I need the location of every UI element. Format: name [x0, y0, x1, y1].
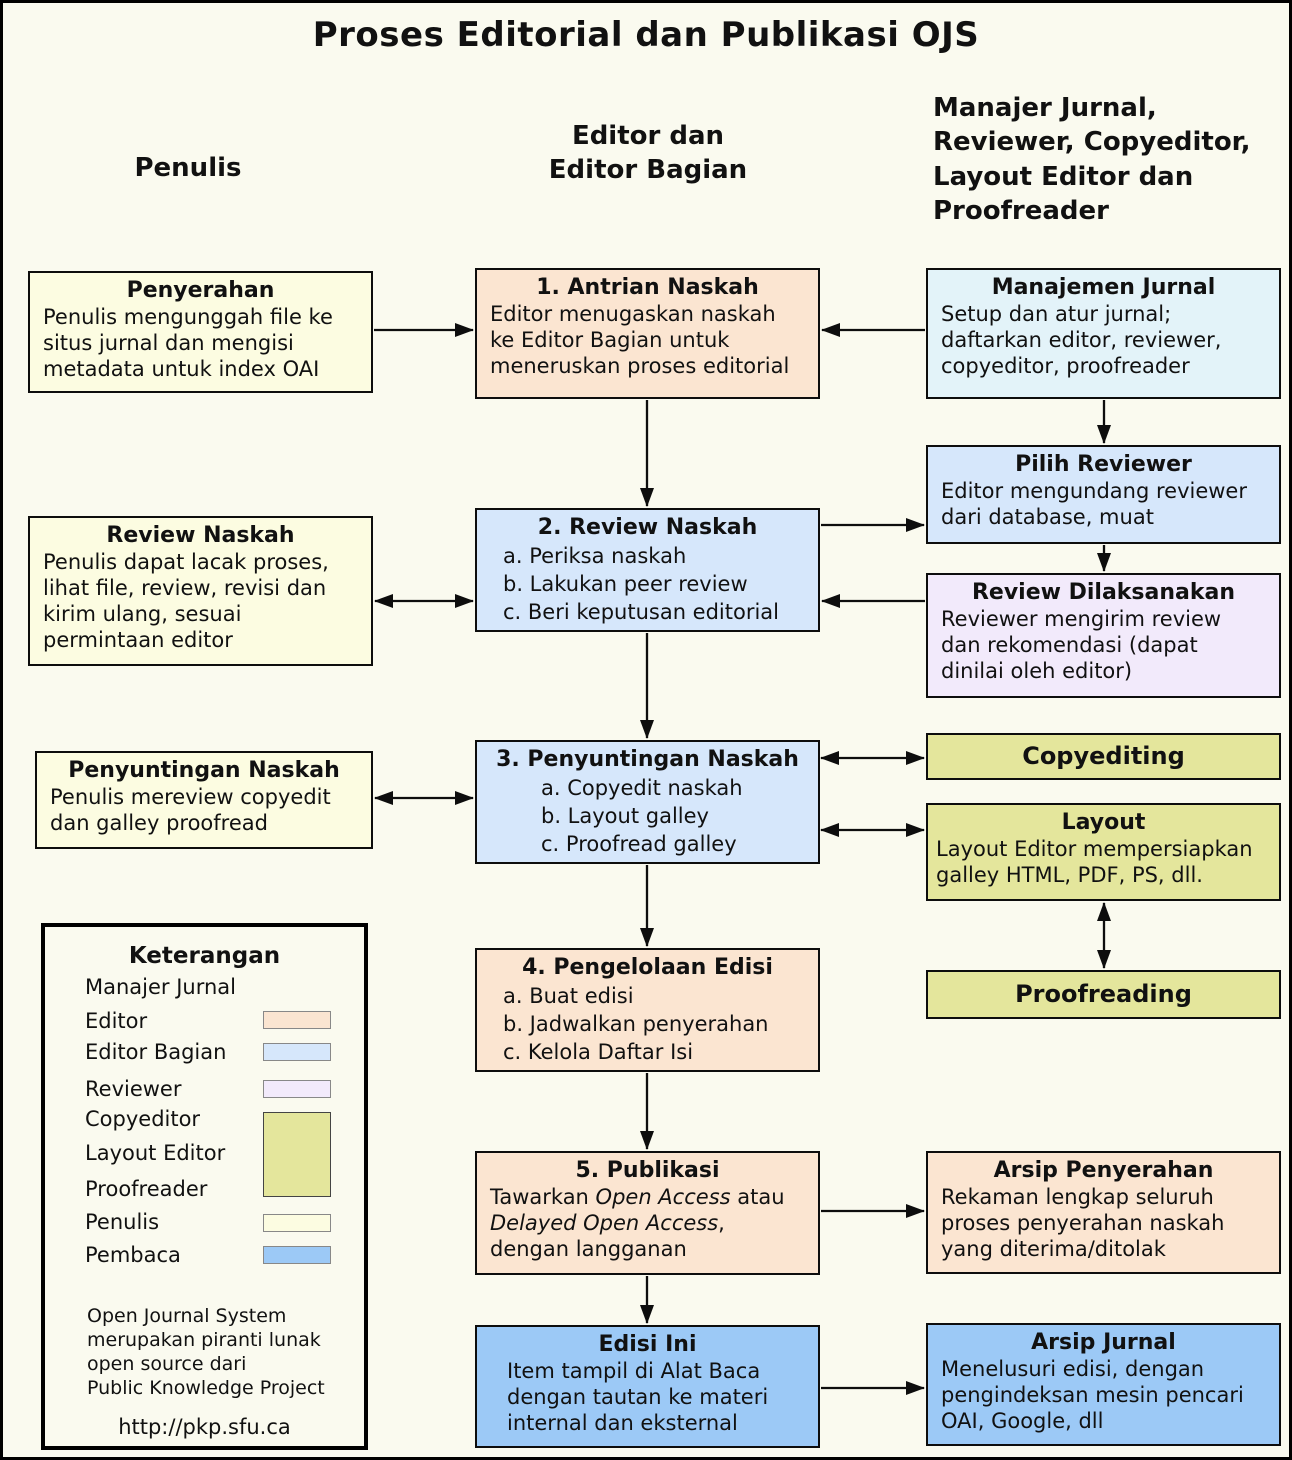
- legend-swatch-pembaca: [263, 1246, 331, 1264]
- box-pengelolaan-edisi-items: a. Buat edisi b. Jadwalkan penyerahan c.…: [477, 981, 818, 1066]
- legend-url: http://pkp.sfu.ca: [118, 1415, 291, 1439]
- text-segment: ,: [718, 1211, 725, 1236]
- legend-label-editor: Editor: [85, 1009, 148, 1033]
- legend-swatch-penulis: [263, 1214, 331, 1232]
- box-layout-title: Layout: [1061, 810, 1146, 835]
- legend-label-layout-editor: Layout Editor: [85, 1141, 226, 1165]
- list-item: c. Kelola Daftar Isi: [503, 1039, 694, 1064]
- text-segment: dengan langganan: [490, 1237, 687, 1262]
- box-edisi-ini: Edisi Ini Item tampil di Alat Baca denga…: [475, 1325, 820, 1448]
- legend-label-penulis: Penulis: [85, 1210, 160, 1234]
- box-review-dilaksanakan: Review Dilaksanakan Reviewer mengirim re…: [926, 573, 1281, 698]
- box-antrian-naskah-title: 1. Antrian Naskah: [536, 275, 759, 300]
- box-review-naskah-penulis-body: Penulis dapat lacak proses, lihat file, …: [43, 550, 329, 652]
- text-segment: atau: [730, 1185, 785, 1210]
- box-penyuntingan-naskah-title: 3. Penyuntingan Naskah: [496, 747, 799, 772]
- legend-title: Keterangan: [128, 943, 281, 969]
- legend-swatch-reviewer: [263, 1080, 331, 1098]
- legend-label-pembaca: Pembaca: [85, 1243, 181, 1267]
- box-edisi-ini-title: Edisi Ini: [598, 1332, 697, 1357]
- box-review-naskah: 2. Review Naskah a. Periksa naskah b. La…: [475, 508, 820, 632]
- flow-arrows: [374, 323, 1111, 1395]
- box-pilih-reviewer-body: Editor mengundang reviewer dari database…: [941, 479, 1247, 530]
- box-review-naskah-items: a. Periksa naskah b. Lakukan peer review…: [477, 541, 818, 626]
- box-review-dilaksanakan-title: Review Dilaksanakan: [971, 580, 1236, 605]
- box-penyuntingan-naskah-items: a. Copyedit naskah b. Layout galley c. P…: [477, 773, 818, 858]
- box-proofreading: Proofreading: [926, 970, 1281, 1019]
- text-segment: Tawarkan: [490, 1185, 596, 1210]
- legend-label-copyeditor: Copyeditor: [85, 1107, 201, 1131]
- box-review-naskah-penulis-title: Review Naskah: [106, 523, 295, 548]
- list-item: b. Lakukan peer review: [503, 572, 748, 597]
- list-item: b. Layout galley: [541, 804, 709, 829]
- box-penyuntingan-penulis: Penyuntingan Naskah Penulis mereview cop…: [35, 751, 373, 849]
- legend-footer: Open Journal System merupakan piranti lu…: [87, 1305, 325, 1399]
- box-manajemen-jurnal: Manajemen Jurnal Setup dan atur jurnal; …: [926, 268, 1281, 399]
- box-arsip-penyerahan-body: Rekaman lengkap seluruh proses penyeraha…: [941, 1185, 1225, 1262]
- list-item: a. Buat edisi: [503, 984, 634, 1009]
- box-publikasi-title: 5. Publikasi: [575, 1158, 720, 1183]
- box-layout-body: Layout Editor mempersiapkan galley HTML,…: [936, 837, 1253, 888]
- box-penyuntingan-naskah: 3. Penyuntingan Naskah a. Copyedit naska…: [475, 740, 820, 864]
- legend-swatch-produksi: [263, 1112, 331, 1197]
- box-arsip-penyerahan: Arsip Penyerahan Rekaman lengkap seluruh…: [926, 1151, 1281, 1274]
- box-pilih-reviewer-title: Pilih Reviewer: [1015, 452, 1192, 477]
- box-antrian-naskah: 1. Antrian Naskah Editor menugaskan nask…: [475, 268, 820, 399]
- box-copyediting-title: Copyediting: [1022, 742, 1185, 771]
- diagram-title: Proses Editorial dan Publikasi OJS: [312, 15, 980, 55]
- box-manajemen-jurnal-title: Manajemen Jurnal: [991, 275, 1216, 300]
- box-review-naskah-title: 2. Review Naskah: [537, 515, 758, 540]
- box-arsip-jurnal-title: Arsip Jurnal: [1031, 1330, 1176, 1355]
- box-pilih-reviewer: Pilih Reviewer Editor mengundang reviewe…: [926, 445, 1281, 544]
- box-review-naskah-penulis: Review Naskah Penulis dapat lacak proses…: [28, 516, 373, 666]
- legend-label-manajer-jurnal: Manajer Jurnal: [85, 975, 237, 999]
- legend: Keterangan Manajer Jurnal Editor Editor …: [41, 923, 368, 1450]
- list-item: b. Jadwalkan penyerahan: [503, 1012, 769, 1037]
- legend-label-editor-bagian: Editor Bagian: [85, 1040, 227, 1064]
- box-copyediting: Copyediting: [926, 733, 1281, 780]
- list-item: a. Copyedit naskah: [541, 776, 743, 801]
- box-arsip-jurnal-body: Menelusuri edisi, dengan pengindeksan me…: [941, 1357, 1244, 1434]
- box-antrian-naskah-body: Editor menugaskan naskah ke Editor Bagia…: [490, 302, 790, 379]
- box-penyerahan: Penyerahan Penulis mengunggah file ke si…: [28, 271, 373, 393]
- box-penyuntingan-penulis-title: Penyuntingan Naskah: [68, 758, 340, 783]
- legend-swatch-editor: [263, 1011, 331, 1029]
- column-header-penulis: Penulis: [134, 153, 242, 183]
- text-segment-italic: Open Access: [595, 1185, 731, 1210]
- box-proofreading-title: Proofreading: [1015, 980, 1192, 1009]
- list-item: c. Proofread galley: [541, 831, 737, 856]
- box-pengelolaan-edisi: 4. Pengelolaan Edisi a. Buat edisi b. Ja…: [475, 948, 820, 1072]
- box-edisi-ini-body: Item tampil di Alat Baca dengan tautan k…: [507, 1359, 769, 1436]
- box-penyuntingan-penulis-body: Penulis mereview copyedit dan galley pro…: [50, 785, 331, 836]
- box-arsip-jurnal: Arsip Jurnal Menelusuri edisi, dengan pe…: [926, 1323, 1281, 1446]
- box-manajemen-jurnal-body: Setup dan atur jurnal; daftarkan editor,…: [941, 302, 1222, 379]
- legend-label-reviewer: Reviewer: [85, 1077, 182, 1101]
- legend-label-proofreader: Proofreader: [85, 1177, 208, 1201]
- list-item: a. Periksa naskah: [503, 544, 687, 569]
- column-header-editor: Editor dan Editor Bagian: [548, 121, 748, 186]
- box-review-dilaksanakan-body: Reviewer mengirim review dan rekomendasi…: [941, 607, 1222, 684]
- column-header-manajer-jurnal: Manajer Jurnal, Reviewer, Copyeditor, La…: [933, 93, 1251, 226]
- legend-swatch-editor-bagian: [263, 1043, 331, 1061]
- box-layout: Layout Layout Editor mempersiapkan galle…: [926, 803, 1281, 901]
- list-item: c. Beri keputusan editorial: [503, 599, 780, 624]
- text-segment-italic: Delayed Open Access: [490, 1211, 719, 1236]
- box-penyerahan-body: Penulis mengunggah file ke situs jurnal …: [43, 305, 333, 382]
- box-pengelolaan-edisi-title: 4. Pengelolaan Edisi: [522, 955, 773, 980]
- box-penyerahan-title: Penyerahan: [126, 278, 275, 303]
- box-arsip-penyerahan-title: Arsip Penyerahan: [993, 1158, 1214, 1183]
